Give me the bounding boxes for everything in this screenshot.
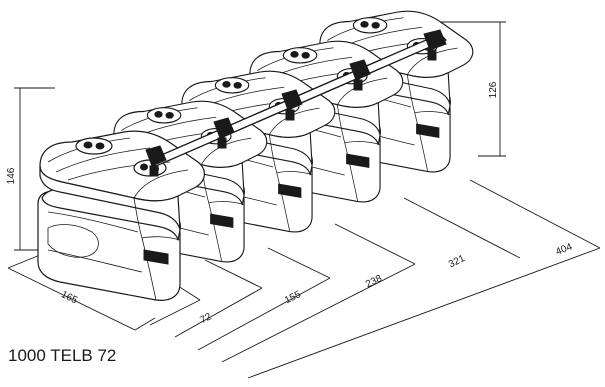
dimension-lines [7,21,601,379]
dim-width-2: 155 [283,289,303,306]
dim-width-1: 72 [198,311,213,326]
manifold-fitting-4 [349,59,371,91]
tank-1 [37,130,206,301]
dim-height-right: 126 [488,81,499,98]
manifold-fitting-5 [423,29,447,61]
manifold-fitting-1 [145,145,167,177]
dim-width-5: 404 [554,241,574,258]
dim-width-3: 238 [364,273,384,290]
model-caption: 1000 TELB 72 [8,346,117,365]
dim-height-left: 146 [6,167,17,184]
manifold-fitting-3 [281,89,303,121]
manifold-fitting-2 [213,117,235,149]
dim-width-4: 321 [447,253,467,270]
dim-depth: 165 [59,289,79,306]
manifold-pipe [145,29,447,177]
